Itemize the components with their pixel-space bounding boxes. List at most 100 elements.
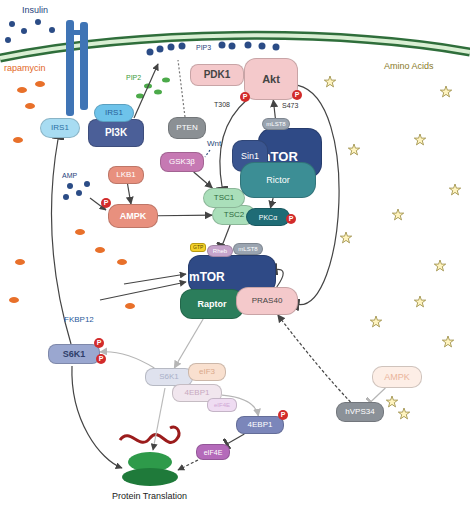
activation-arrow [100, 352, 154, 368]
node-text: IRS1 [51, 124, 69, 132]
annotation-label: rapamycin [4, 64, 46, 73]
protein-node: PI3K [88, 119, 144, 147]
node-text: AMPK [384, 373, 410, 382]
pten-line [178, 60, 185, 117]
protein-node: Raptor [180, 289, 244, 319]
amino-acid-star [449, 184, 460, 195]
amino-acid-star [442, 336, 453, 347]
activation-arrow [273, 100, 275, 118]
amino-acid-star [370, 316, 381, 327]
node-text: eIF4E [214, 402, 230, 408]
rapamycin-molecule [125, 303, 135, 309]
protein-node: eIF4E [196, 444, 230, 460]
rapamycin-molecule [117, 259, 127, 265]
phospho-mark: P [278, 410, 288, 420]
inhibition-line [298, 85, 339, 304]
annotation-label: S473 [282, 102, 298, 109]
protein-node: IRS1 [94, 104, 134, 122]
inhibition-line [371, 388, 386, 402]
translation-arrow [153, 388, 165, 450]
protein-node: LKB1 [108, 166, 144, 184]
protein-node: eIF3 [188, 363, 226, 381]
protein-node: AMPK [108, 204, 158, 228]
node-text: PTEN [176, 124, 197, 132]
node-text: PKCα [259, 214, 277, 221]
annotation-label: Wnt [207, 140, 221, 148]
node-text: mLST8 [266, 121, 285, 127]
pip3-dot [179, 43, 186, 50]
insulin-dot [35, 19, 41, 25]
node-text: eIF4E [204, 449, 223, 456]
amp-dot [67, 183, 73, 189]
node-text: Rheb [213, 248, 227, 254]
amino-acid-star [386, 396, 397, 407]
node-text: IRS1 [105, 109, 123, 117]
amino-acid-star [440, 86, 451, 97]
gtp-mark: GTP [190, 243, 206, 252]
insulin-dot [21, 28, 27, 34]
protein-node: S6K1 [48, 344, 100, 364]
protein-node: Rheb [207, 245, 233, 257]
amino-acid-star [434, 260, 445, 271]
node-text: 4EBP1 [248, 421, 273, 429]
node-text: PDK1 [204, 70, 231, 80]
amino-acid-star [392, 209, 403, 220]
protein-node: hVPS34 [336, 402, 384, 422]
annotation-label: Protein Translation [112, 492, 187, 501]
node-text: LKB1 [116, 171, 136, 179]
protein-node: PRAS40 [236, 287, 298, 315]
amino-acid-star [414, 296, 425, 307]
activation-arrow [158, 215, 212, 217]
phospho-mark: P [94, 338, 104, 348]
node-text: PI3K [105, 128, 127, 138]
pip2-molecule [162, 78, 170, 83]
translation-arrow [178, 460, 198, 470]
insulin-receptor [66, 30, 88, 35]
rapamycin-molecule [35, 81, 45, 87]
node-text: GSK3β [169, 158, 195, 166]
rapamycin-molecule [95, 247, 105, 253]
protein-node: PDK1 [190, 64, 244, 86]
insulin-dot [5, 37, 11, 43]
protein-node: PKCα [246, 208, 290, 226]
annotation-label: AMP [62, 172, 77, 179]
fkbp12-crescent [104, 284, 120, 292]
pip3-dot [147, 49, 154, 56]
inhibition-line [276, 269, 283, 287]
rapamycin-arrow [124, 274, 186, 284]
pi3k-arrow [134, 64, 158, 118]
node-text: mLST8 [238, 246, 257, 252]
amp-dot [76, 190, 82, 196]
wnt-line [205, 150, 210, 157]
node-text: mTOR [189, 271, 225, 283]
fkbp12-crescent [82, 296, 98, 304]
amino-acid-star [324, 76, 335, 87]
annotation-label: PIP3 [196, 44, 211, 51]
pip2-molecule [154, 90, 162, 95]
protein-node: 4EBP1 [236, 416, 284, 434]
protein-node: GSK3β [160, 152, 204, 172]
phospho-mark: P [292, 90, 302, 100]
annotation-label: T308 [214, 101, 230, 108]
insulin-receptor [80, 22, 88, 110]
protein-node: IRS1 [40, 118, 80, 138]
rapamycin-molecule [15, 259, 25, 265]
pip3-dot [219, 42, 226, 49]
translation-arrow [72, 366, 122, 468]
annotation-label: PIP2 [126, 74, 141, 81]
pip3-dot [168, 44, 175, 51]
phospho-mark: P [101, 198, 111, 208]
protein-node: Rictor [240, 162, 316, 198]
rapamycin-molecule [75, 229, 85, 235]
amino-acid-star [348, 144, 359, 155]
node-text: eIF3 [199, 368, 215, 376]
rapamycin-molecule [25, 103, 35, 109]
inhibition-line [227, 434, 244, 444]
node-text: TSC1 [214, 194, 234, 202]
rapamycin-molecule [17, 87, 27, 93]
amp-dot [84, 181, 90, 187]
protein-node: eIF4E [207, 398, 237, 412]
node-text: Rictor [266, 176, 290, 185]
activation-arrow [222, 395, 258, 416]
